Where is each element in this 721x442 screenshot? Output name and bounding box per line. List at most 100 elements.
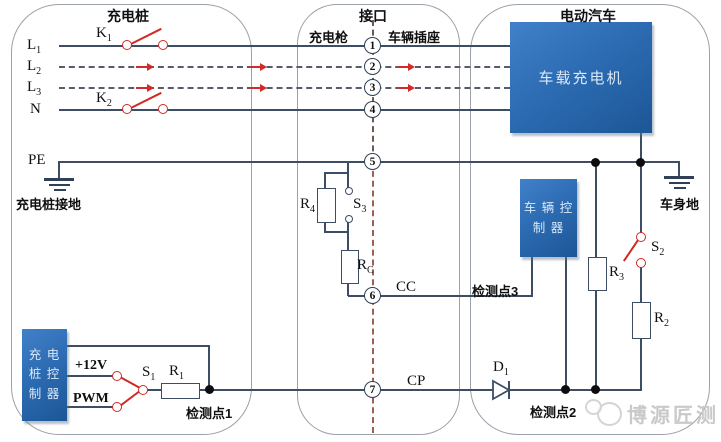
rc-to-cc-wire xyxy=(347,281,349,296)
label-test-point-1: 检测点1 xyxy=(186,406,233,421)
panel-title-charging-pile: 充电桩 xyxy=(107,8,149,24)
controller-cc-pin-wire xyxy=(531,256,533,296)
feedback-wire xyxy=(208,345,210,390)
vehicle-controller-label: 车 辆 控制 器 xyxy=(523,201,574,235)
s2-contact-icon xyxy=(636,258,646,268)
resistor-r1 xyxy=(161,383,200,399)
interface-pin-4: 4 xyxy=(364,101,381,118)
body-ground-stub xyxy=(678,161,680,177)
line-label-l2: L2 xyxy=(27,58,42,77)
vehicle-controller-box: 车 辆 控制 器 xyxy=(520,179,577,257)
onboard-charger-box: 车载充电机 xyxy=(510,22,652,133)
charger-to-pe-wire xyxy=(640,133,642,163)
interface-pin-3: 3 xyxy=(364,79,381,96)
diode-label-d1: D1 xyxy=(493,359,509,378)
resistor-r3 xyxy=(588,257,607,291)
watermark-text: 博源匠测 xyxy=(627,405,719,427)
ground-icon xyxy=(44,178,74,181)
ground-icon xyxy=(669,182,690,185)
switch-label-k1: K1 xyxy=(96,25,112,44)
label-test-point-3: 检测点3 xyxy=(472,284,519,299)
wire-l1 xyxy=(59,45,510,47)
watermark-logo-icon xyxy=(585,399,602,415)
k2-contact-icon xyxy=(122,104,132,114)
wire-cc xyxy=(348,295,533,297)
plus12v-wire xyxy=(67,375,113,377)
s3-branch-wire xyxy=(347,222,349,250)
ground-icon xyxy=(664,176,694,179)
wire-l2-dashed xyxy=(59,66,510,68)
resistor-rc xyxy=(341,250,359,284)
flow-arrow-icon xyxy=(249,62,267,71)
resistor-label-r4: R4 xyxy=(300,196,316,215)
interface-pin-6: 6 xyxy=(364,287,381,304)
resistor-r4 xyxy=(317,188,336,223)
interface-pin-5: 5 xyxy=(364,153,381,170)
r4-branch-wire xyxy=(325,172,349,174)
flow-arrow-icon xyxy=(136,62,154,71)
k2-contact-icon xyxy=(158,104,168,114)
ground-icon xyxy=(49,184,70,187)
flow-arrow-icon xyxy=(136,83,154,92)
switch-label-s3: S3 xyxy=(353,196,367,215)
k1-contact-icon xyxy=(158,40,168,50)
line-label-l1: L1 xyxy=(27,37,42,56)
junction-dot xyxy=(636,158,645,167)
switch-label-s2: S2 xyxy=(651,239,665,258)
interface-pin-1: 1 xyxy=(364,37,381,54)
pile-ground-stub xyxy=(58,161,60,179)
resistor-label-r3: R3 xyxy=(609,264,625,283)
label-charging-gun: 充电枪 xyxy=(309,30,349,45)
s2-branch-wire xyxy=(640,265,642,303)
resistor-label-r1: R1 xyxy=(169,363,185,382)
wire-label-cp: CP xyxy=(407,373,426,389)
flow-arrow-icon xyxy=(249,83,267,92)
flow-arrow-icon xyxy=(397,62,415,71)
junction-dot xyxy=(591,385,600,394)
label-plus12v: +12V xyxy=(75,358,108,373)
label-vehicle-socket: 车辆插座 xyxy=(388,30,441,45)
diode-d1-icon xyxy=(492,379,511,401)
pwm-wire xyxy=(67,406,113,408)
pile-controller-label: 充 电桩 控制 器 xyxy=(28,347,61,401)
wire-cp xyxy=(143,389,642,391)
panel-charging-pile xyxy=(11,4,252,435)
label-pwm: PWM xyxy=(73,391,109,406)
s2-branch-wire xyxy=(640,336,642,391)
line-label-n: N xyxy=(30,101,41,117)
panel-title-electric-vehicle: 电动汽车 xyxy=(560,8,616,24)
pile-controller-box: 充 电桩 控制 器 xyxy=(22,329,67,421)
interface-pin-7: 7 xyxy=(364,381,381,398)
k1-contact-icon xyxy=(122,40,132,50)
resistor-label-rc: RC xyxy=(357,257,374,276)
switch-label-k2: K2 xyxy=(96,90,112,109)
r4-branch-wire xyxy=(324,172,326,189)
junction-dot xyxy=(205,385,214,394)
resistor-r2 xyxy=(632,302,651,339)
s1-contact-icon xyxy=(112,371,122,381)
flow-arrow-icon xyxy=(397,83,415,92)
label-test-point-2: 检测点2 xyxy=(530,405,577,420)
s1-contact-icon xyxy=(112,402,122,412)
s3-branch-wire xyxy=(347,161,349,188)
s2-branch-wire xyxy=(640,161,642,234)
line-label-pe: PE xyxy=(28,152,46,168)
r3-branch-wire xyxy=(595,161,597,257)
onboard-charger-label: 车载充电机 xyxy=(538,70,624,87)
s3-contact-icon xyxy=(345,187,353,195)
panel-interface xyxy=(297,4,460,435)
controller-cp-pin-wire xyxy=(565,256,567,390)
wire-l3-dashed xyxy=(59,87,510,89)
ground-icon xyxy=(674,187,686,189)
s3-contact-icon xyxy=(345,215,353,223)
label-pile-ground: 充电桩接地 xyxy=(16,197,82,212)
wire-label-cc: CC xyxy=(396,279,417,295)
ground-icon xyxy=(54,189,66,191)
r3-branch-wire xyxy=(595,288,597,391)
feedback-wire xyxy=(67,345,210,347)
resistor-label-r2: R2 xyxy=(654,310,670,329)
wire-n xyxy=(59,109,510,111)
s2-contact-icon xyxy=(636,232,646,242)
junction-dot xyxy=(591,158,600,167)
